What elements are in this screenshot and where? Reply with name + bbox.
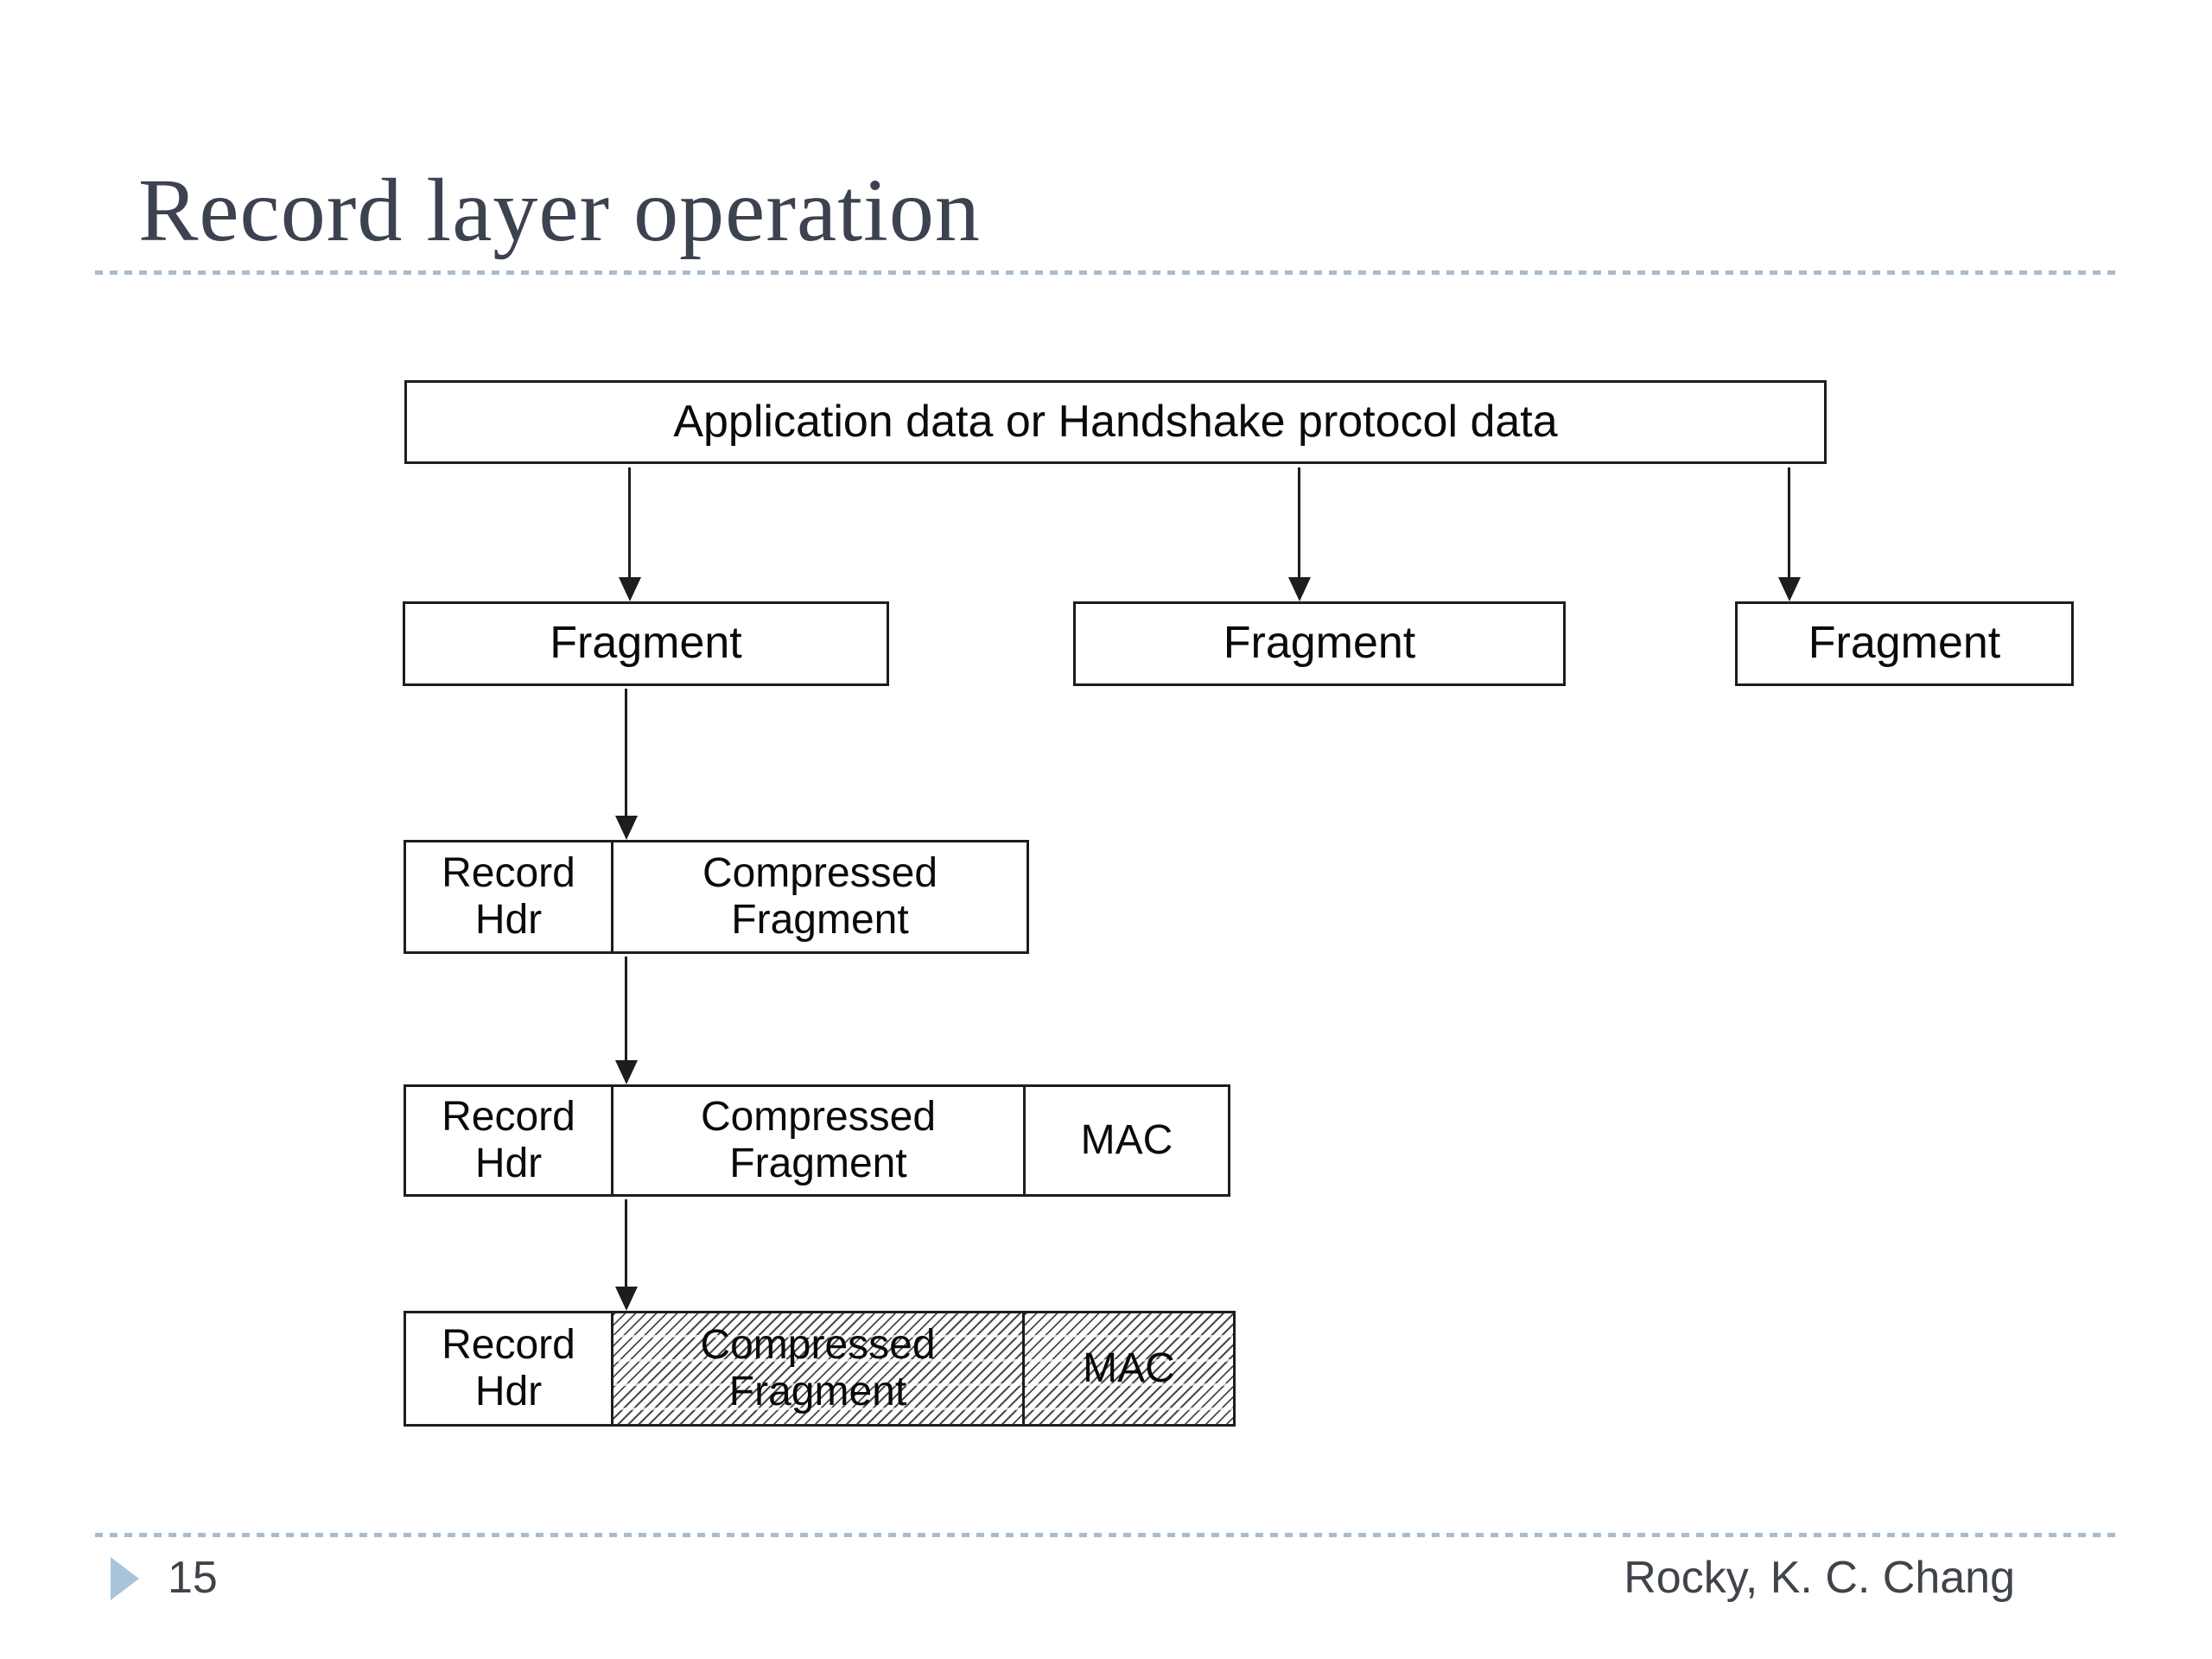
record-row-3: Record Hdr Compressed Fragment MAC bbox=[404, 1311, 1236, 1427]
arrow-shaft bbox=[1298, 467, 1300, 579]
application-data-label: Application data or Handshake protocol d… bbox=[673, 396, 1558, 447]
arrow-down-to-fragment-1 bbox=[619, 467, 641, 601]
arrow-shaft bbox=[625, 957, 627, 1062]
record-hdr-cell: Record Hdr bbox=[406, 1087, 613, 1194]
compressed-fragment-cell: Compressed Fragment bbox=[613, 1087, 1026, 1194]
record-hdr-cell: Record Hdr bbox=[406, 1313, 613, 1424]
arrow-down-to-fragment-3 bbox=[1778, 467, 1801, 601]
arrow-down-to-record-row-1 bbox=[615, 689, 638, 840]
arrowhead-icon bbox=[615, 1287, 638, 1311]
arrowhead-icon bbox=[619, 577, 641, 601]
footer-divider bbox=[95, 1533, 2117, 1537]
arrow-shaft bbox=[625, 1199, 627, 1288]
fragment-box-2: Fragment bbox=[1073, 601, 1566, 686]
arrowhead-icon bbox=[1778, 577, 1801, 601]
fragment-box-1: Fragment bbox=[403, 601, 889, 686]
title-divider bbox=[95, 270, 2117, 275]
mac-cell: MAC bbox=[1080, 1117, 1173, 1164]
page-number: 15 bbox=[168, 1553, 218, 1603]
fragment-label: Fragment bbox=[1808, 618, 2001, 669]
author-credit: Rocky, K. C. Chang bbox=[1624, 1553, 2015, 1603]
compressed-fragment-cell-encrypted: Compressed Fragment bbox=[613, 1313, 1025, 1424]
arrow-shaft bbox=[625, 689, 627, 817]
record-hdr-cell: Record Hdr bbox=[406, 842, 613, 951]
fragment-label: Fragment bbox=[1223, 618, 1416, 669]
arrowhead-icon bbox=[1288, 577, 1311, 601]
arrowhead-icon bbox=[615, 1060, 638, 1084]
arrow-down-to-record-row-2 bbox=[615, 957, 638, 1084]
arrow-shaft bbox=[1788, 467, 1790, 579]
arrow-down-to-record-row-3 bbox=[615, 1199, 638, 1311]
arrow-down-to-fragment-2 bbox=[1288, 467, 1311, 601]
fragment-label: Fragment bbox=[550, 618, 742, 669]
mac-cell-encrypted: MAC bbox=[1025, 1313, 1233, 1424]
fragment-box-3: Fragment bbox=[1735, 601, 2074, 686]
record-row-2: Record Hdr Compressed Fragment MAC bbox=[404, 1084, 1230, 1197]
arrow-shaft bbox=[628, 467, 631, 579]
application-data-box: Application data or Handshake protocol d… bbox=[404, 380, 1827, 464]
compressed-fragment-cell: Compressed Fragment bbox=[702, 850, 938, 943]
page-title: Record layer operation bbox=[138, 161, 981, 260]
page-number-triangle-icon bbox=[111, 1557, 139, 1600]
record-row-1: Record Hdr Compressed Fragment bbox=[404, 840, 1029, 954]
arrowhead-icon bbox=[615, 816, 638, 840]
